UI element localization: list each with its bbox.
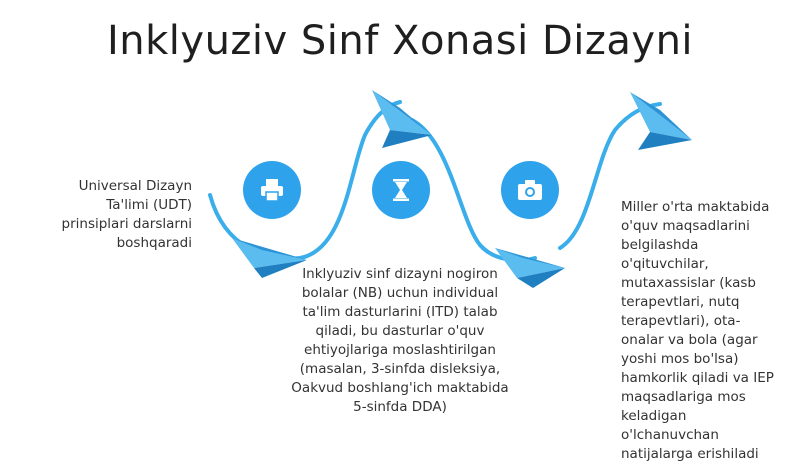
step-4-text: Miller o'rta maktabida o'quv maqsadlarin… — [621, 199, 774, 462]
step-2-text: Inklyuziv sinf dizayni nogiron bolalar (… — [291, 266, 509, 415]
hourglass-icon — [393, 179, 409, 201]
paper-plane-icon — [232, 238, 307, 278]
camera-icon — [518, 180, 542, 200]
printer-icon — [261, 179, 283, 202]
step-1-circle — [243, 161, 301, 219]
step-2-circle — [372, 161, 430, 219]
step-1-text: Universal Dizayn Ta'limi (UDT) prinsipla… — [61, 178, 192, 251]
paper-plane-icon — [495, 248, 565, 288]
wave-connector — [208, 100, 402, 261]
step-3-circle — [501, 161, 559, 219]
page-title: Inklyuziv Sinf Xonasi Dizayni — [106, 18, 694, 64]
flow-arrows — [208, 90, 692, 288]
paper-plane-icon — [372, 90, 432, 148]
paper-plane-icon — [630, 92, 692, 150]
